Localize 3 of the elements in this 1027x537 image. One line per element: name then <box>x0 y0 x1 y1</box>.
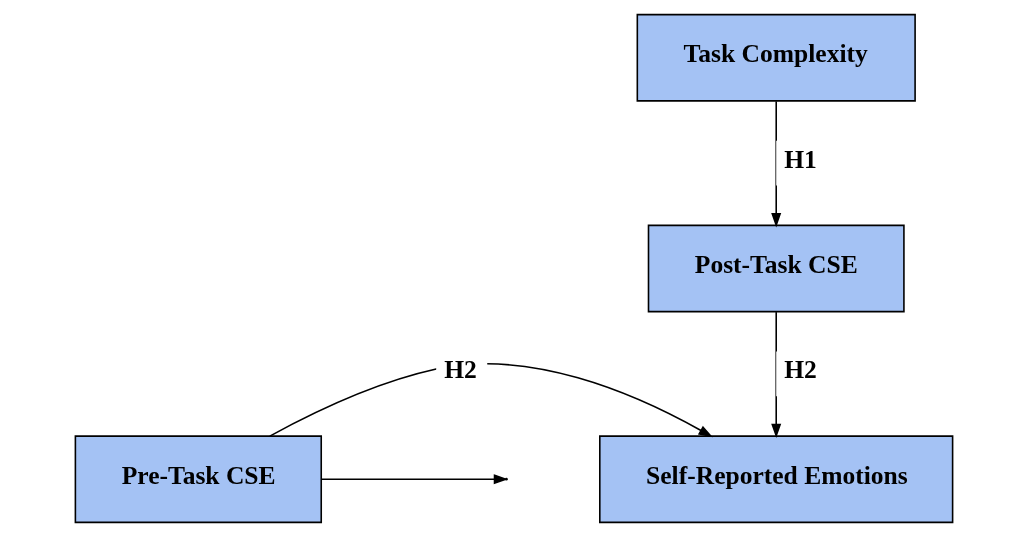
edge-label: H2 <box>783 355 817 385</box>
edge-label: H1 <box>783 144 817 174</box>
edge-label: H2 <box>443 355 477 385</box>
